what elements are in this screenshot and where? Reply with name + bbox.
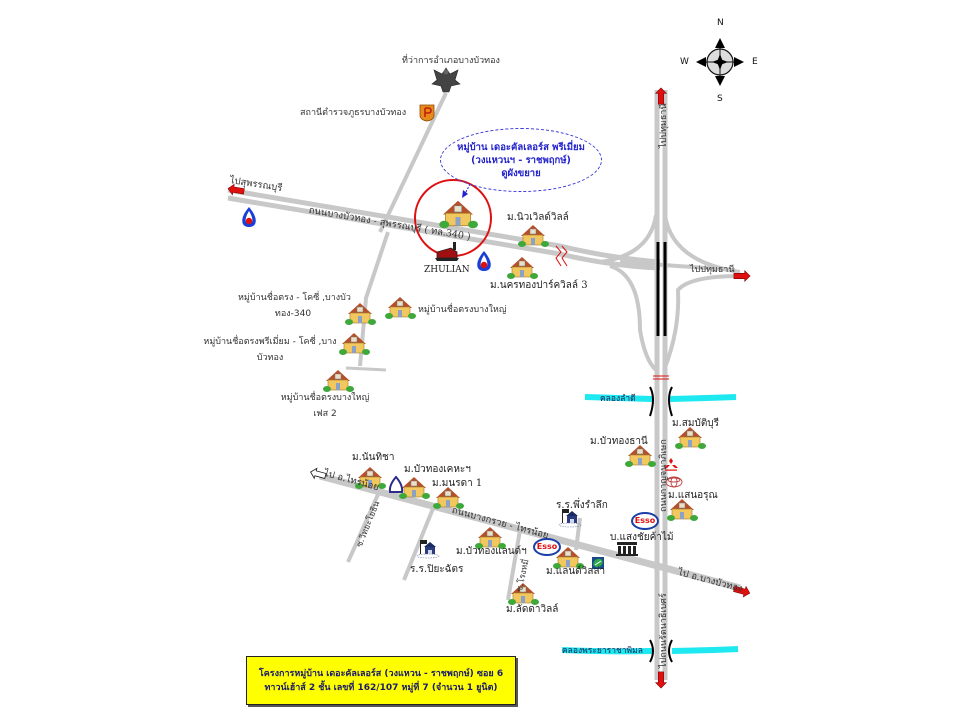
label-school-phueng: ร.ร.พึ่งรำลึก: [556, 500, 608, 511]
house-icon-phase2: [322, 369, 355, 393]
project-info-box: โครงการหมู่บ้าน เดอะคัลเลอร์ส (วงแหวน - …: [246, 656, 516, 705]
label-chuetrong-phase2-2: เฟส 2: [313, 409, 337, 419]
label-lada-ville: ม.ลัดดาวิลล์: [506, 604, 559, 615]
crossing-marker: [653, 375, 669, 380]
house-icon-buathong-thani: [624, 444, 657, 468]
esso-station-icon-south: Esso: [533, 538, 561, 556]
label-saen-arun: ม.แสนอรุณ: [668, 490, 718, 501]
house-icon-premium: [338, 332, 371, 356]
school-icon-piya: [416, 539, 440, 559]
house-icon-sombat: [674, 426, 707, 450]
label-chuetrong-bangyai: หมู่บ้านชื่อตรงบางใหญ่: [418, 305, 507, 315]
callout-pointer-icon: [462, 183, 471, 198]
esso-station-icon-north: Esso: [631, 512, 659, 530]
canal-khlong-phraya: [561, 646, 739, 655]
callout-line-3: ดูผังขยาย: [501, 167, 541, 179]
label-chuetrong-cozy-2: ทอง-340: [274, 309, 312, 319]
label-chuetrong-phase2-1: หมู่บ้านชื่อตรงบางใหญ่: [280, 393, 370, 403]
label-sombat-buri: ม.สมบัติบุรี: [672, 418, 720, 429]
house-icon-niwat: [517, 224, 550, 248]
label-nanthisa: ม.นันทิชา: [352, 452, 395, 463]
kanchanaphisek-road: [654, 90, 668, 680]
project-info-line-1: โครงการหมู่บ้าน เดอะคัลเลอร์ส (วงแหวน - …: [258, 668, 504, 679]
factory-icon-zhulian: [435, 242, 459, 261]
house-icon-cozy: [344, 302, 377, 326]
house-icon-project: [438, 200, 479, 229]
label-nakhon-thong: ม.นครทองปาร์ควิลล์ 3: [490, 280, 588, 291]
canal-khlong-lam: [584, 394, 737, 402]
label-zhulian: ZHULIAN: [424, 265, 470, 275]
label-chuetrong-premium: หมู่บ้านชื่อตรงพรีเมี่ยม - โคซี่ ,บาง บั…: [200, 336, 340, 364]
label-to-pathum-north: ไปปทุมธานี: [659, 103, 669, 148]
temple-icon: [388, 475, 404, 493]
road-break-mark: [555, 245, 568, 267]
label-saeng-charoen: บ.แสงชัยค้าไม้: [610, 532, 674, 543]
compass-n: N: [717, 18, 724, 28]
compass-rose-icon: [696, 38, 744, 86]
house-icon-nakhon: [506, 256, 539, 280]
label-chuetrong-cozy-1: หมู่บ้านชื่อตรง - โคซี่ ,บางบัว: [238, 293, 351, 303]
label-chuetrong-cozy: หมู่บ้านชื่อตรง - โคซี่ ,บางบัว ทอง-340: [238, 292, 351, 320]
callout-line-2: (วงแหวนฯ - ราชพฤกษ์): [471, 154, 571, 166]
lumber-store-icon: [616, 542, 638, 556]
house-icon-saen-arun: [666, 498, 699, 522]
label-buathong-thani: ม.บัวทองธานี: [590, 436, 648, 447]
compass-s: S: [717, 94, 723, 104]
label-to-pathum-east: ไปปทุมธานี: [690, 265, 735, 275]
label-niwat-ville: ม.นิวเวิลด์วิลล์: [507, 212, 569, 223]
canal-bridge-brackets: [649, 386, 673, 663]
house-icon-khaha: [398, 476, 431, 500]
mitsubishi-dealer-icon: [664, 458, 678, 471]
interchange: [599, 214, 741, 372]
ptt-station-icon-west: [242, 207, 256, 227]
house-icon-bangyai: [384, 296, 417, 320]
label-kanchanaphisek: ถนนกาญจนาภิเษก: [659, 439, 669, 512]
label-to-rattana: ไปถนนรัตนาธิเบศร์: [659, 593, 669, 668]
bank-icon: [592, 557, 604, 569]
callout-line-1: หมู่บ้าน เดอะคัลเลอร์ส พรีเมี่ยม: [457, 141, 585, 153]
garuda-emblem-icon: [431, 67, 461, 93]
label-school-piya: ร.ร.ปิยะฉัตร: [410, 564, 464, 575]
label-district-office: ที่ว่าการอำเภอบางบัวทอง: [402, 56, 500, 66]
label-chuetrong-premium-2: บัวทอง: [256, 353, 284, 363]
label-buathong-khaha: ม.บัวทองเคหะฯ: [404, 464, 471, 475]
label-buathong-land: ม.บัวทองแลนด์ฯ: [456, 546, 527, 557]
label-police-station: สถานีตำรวจภูธรบางบัวทอง: [300, 108, 407, 118]
label-chuetrong-phase2: หมู่บ้านชื่อตรงบางใหญ่ เฟส 2: [270, 392, 380, 420]
label-chuetrong-premium-1: หมู่บ้านชื่อตรงพรีเมี่ยม - โคซี่ ,บาง: [203, 337, 337, 347]
label-monrada: ม.มนรดา 1: [432, 478, 483, 489]
compass-e: E: [752, 57, 758, 67]
label-land-villa: ม.แลนด์วิลล่า: [546, 566, 606, 577]
ptt-station-icon-zhulian: [477, 251, 491, 271]
compass-w: W: [680, 57, 689, 67]
label-khlong-lam: คลองลำดี: [600, 394, 636, 404]
road-bangkruai-sainoi: [319, 472, 741, 601]
project-callout: หมู่บ้าน เดอะคัลเลอร์ส พรีเมี่ยม (วงแหวน…: [440, 128, 602, 192]
project-info-line-2: ทาวน์เฮ้าส์ 2 ชั้น เลขที่ 162/107 หมู่ที…: [264, 682, 498, 693]
police-station-icon: [419, 104, 435, 122]
label-khlong-phraya: คลองพระยาราชาพิมล: [562, 646, 643, 656]
toyota-dealer-icon: [665, 476, 683, 488]
overpass-bridge: [656, 242, 667, 336]
arrow-to-sainoi: [310, 467, 327, 480]
